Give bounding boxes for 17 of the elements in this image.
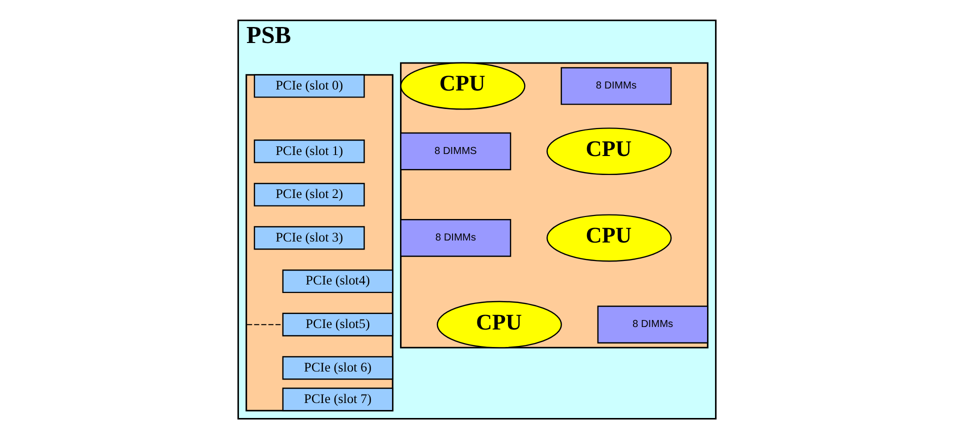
node-box: PCIe (slot 6): [282, 356, 393, 380]
node-ellipse: CPU: [436, 300, 562, 348]
node-box: PCIe (slot 3): [253, 226, 364, 250]
connector: [246, 324, 282, 326]
node-ellipse: CPU: [400, 62, 525, 110]
node-box: PCIe (slot4): [282, 269, 393, 294]
node-box: 8 DIMMs: [400, 219, 511, 257]
node-ellipse: CPU: [546, 214, 672, 262]
node-box: PCIe (slot 2): [253, 182, 364, 206]
node-box: PCIe (slot 7): [282, 388, 393, 412]
node-box: 8 DIMMS: [400, 132, 511, 170]
node-ellipse: CPU: [546, 128, 672, 176]
node-box: PCIe (slot5): [282, 312, 393, 336]
node-box: PCIe (slot 1): [253, 140, 364, 164]
node-box: PCIe (slot 0): [253, 74, 364, 98]
node-box: 8 DIMMs: [596, 306, 708, 344]
node-box: 8 DIMMs: [560, 67, 672, 105]
